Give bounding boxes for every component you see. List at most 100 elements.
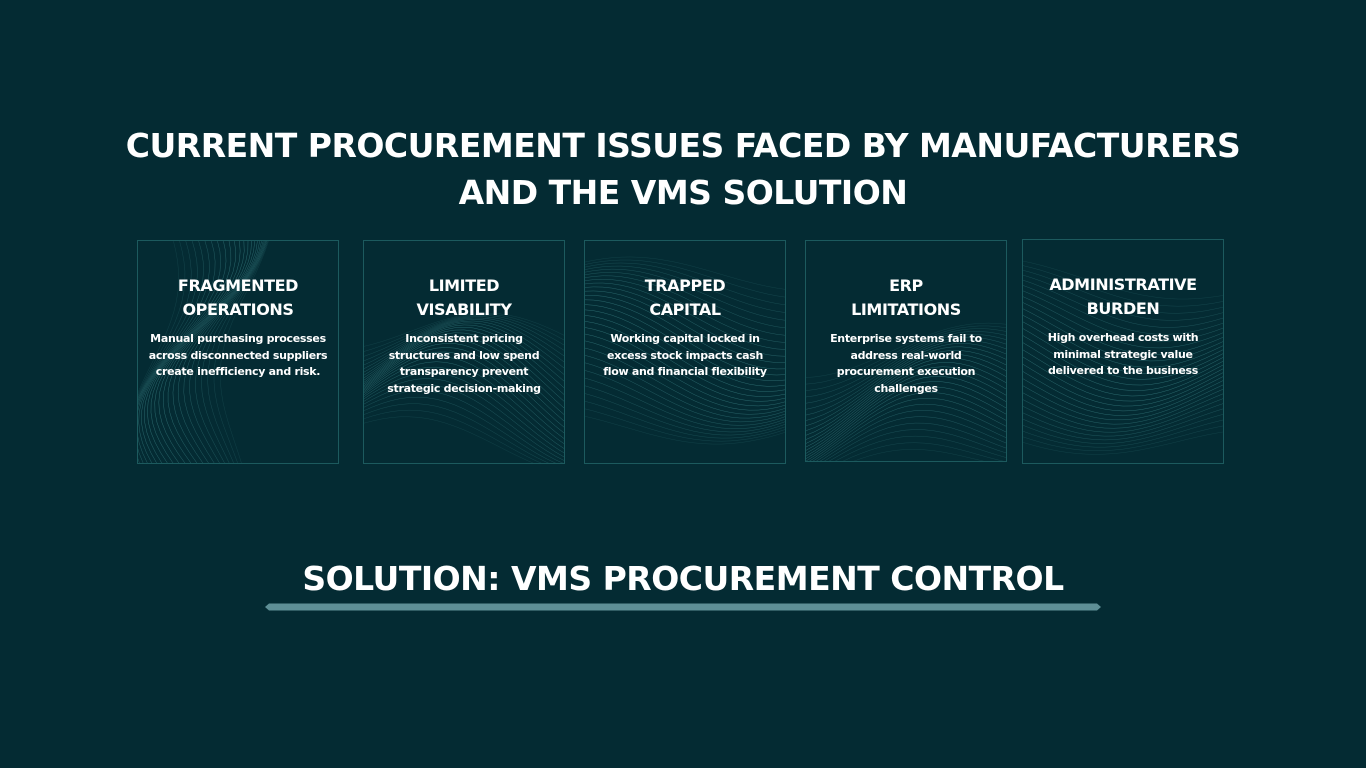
- card-description: Manual purchasing processes across disco…: [148, 332, 328, 379]
- wave-line: [585, 370, 785, 426]
- wave-line: [364, 351, 564, 434]
- wave-line: [806, 322, 1006, 378]
- wave-line: [1023, 265, 1223, 307]
- wave-line: [585, 262, 785, 306]
- wave-line: [828, 429, 1006, 461]
- wave-line: [195, 241, 266, 463]
- wave-line: [816, 410, 1006, 461]
- wave-line: [585, 362, 785, 423]
- solution-underline: [265, 603, 1101, 611]
- solution-heading: SOLUTION: VMS PROCUREMENT CONTROL: [302, 559, 1064, 598]
- wave-line: [824, 422, 1006, 461]
- wave-line: [138, 241, 227, 463]
- wave-line: [364, 409, 542, 463]
- card-title: LIMITED VISABILITY: [416, 276, 512, 319]
- wave-line: [364, 313, 564, 347]
- wave-line: [806, 353, 1006, 436]
- wave-line: [1023, 279, 1223, 328]
- wave-line: [1023, 384, 1223, 421]
- wave-line: [585, 416, 785, 445]
- wave-line: [1023, 321, 1223, 374]
- card-description: Inconsistent pricing structures and low …: [387, 332, 541, 395]
- wave-line: [1023, 285, 1223, 335]
- wave-line: [213, 241, 268, 463]
- wave-line: [141, 241, 232, 463]
- wave-line: [138, 241, 186, 396]
- wave-line: [1023, 274, 1223, 321]
- wave-line: [138, 241, 210, 463]
- wave-line: [364, 343, 564, 422]
- wave-pattern-graphic: [1023, 260, 1223, 455]
- wave-line: [364, 322, 564, 376]
- wave-line: [183, 241, 264, 463]
- wave-line: [585, 347, 785, 415]
- wave-line: [806, 381, 1006, 457]
- wave-line: [364, 324, 564, 382]
- wave-line: [585, 268, 785, 321]
- wave-line: [806, 346, 1006, 427]
- wave-line: [585, 295, 785, 370]
- issue-card-erp-limitations: ERP LIMITATIONS Enterprise systems fail …: [805, 240, 1007, 462]
- wave-line: [138, 241, 204, 401]
- wave-line: [189, 241, 265, 463]
- wave-line: [364, 372, 564, 454]
- wave-line: [1023, 408, 1223, 441]
- wave-line: [806, 331, 1006, 398]
- wave-line: [138, 241, 216, 463]
- wave-pattern-graphic: [138, 241, 269, 463]
- issue-card-trapped-capital: TRAPPED CAPITAL Working capital locked i…: [584, 240, 786, 464]
- wave-line: [819, 416, 1006, 461]
- wave-line: [585, 304, 785, 381]
- wave-line: [1023, 308, 1223, 362]
- wave-line: [364, 329, 564, 395]
- wave-line: [806, 340, 1006, 416]
- wave-line: [1023, 431, 1223, 455]
- wave-line: [1023, 290, 1223, 342]
- wave-line: [138, 241, 179, 393]
- page-title: CURRENT PROCUREMENT ISSUES FACED BY MANU…: [125, 126, 1241, 212]
- wave-line: [364, 315, 564, 357]
- wave-line: [806, 376, 1006, 454]
- wave-line: [1023, 270, 1223, 314]
- card-title: FRAGMENTED OPERATIONS: [177, 276, 299, 319]
- wave-line: [177, 241, 262, 463]
- wave-line: [585, 299, 785, 376]
- wave-line: [585, 340, 785, 411]
- wave-line: [364, 378, 564, 458]
- wave-line: [1023, 260, 1223, 300]
- wave-line: [364, 356, 564, 439]
- wave-line: [585, 286, 785, 357]
- wave-line: [1023, 364, 1223, 407]
- wave-line: [1023, 335, 1223, 386]
- wave-line: [806, 386, 1006, 459]
- wave-line: [364, 317, 564, 366]
- wave-line: [585, 265, 785, 313]
- wave-line: [1023, 342, 1223, 391]
- issue-card-administrative-burden: ADMINISTRATIVE BURDEN High overhead cost…: [1022, 239, 1224, 464]
- wave-line: [1023, 328, 1223, 380]
- wave-line: [364, 416, 534, 463]
- wave-line: [364, 384, 564, 461]
- wave-line: [585, 408, 785, 442]
- wave-line: [812, 403, 1006, 461]
- wave-line: [364, 319, 564, 370]
- wave-line: [162, 241, 255, 463]
- wave-line: [1023, 378, 1223, 416]
- wave-line: [1023, 296, 1223, 349]
- card-description: Working capital locked in excess stock i…: [603, 332, 767, 379]
- wave-line: [585, 272, 785, 329]
- wave-line: [1023, 371, 1223, 412]
- wave-line: [138, 241, 192, 398]
- card-title: ERP LIMITATIONS: [851, 276, 961, 319]
- wave-line: [806, 366, 1006, 448]
- wave-line: [806, 328, 1006, 391]
- wave-line: [364, 347, 564, 428]
- wave-line: [364, 361, 564, 445]
- wave-line: [585, 309, 785, 387]
- wave-line: [585, 275, 785, 336]
- issue-card-limited-visability: LIMITED VISABILITY Inconsistent pricing …: [363, 240, 565, 464]
- wave-line: [842, 442, 1004, 461]
- wave-line: [167, 241, 258, 463]
- wave-line: [585, 333, 785, 407]
- wave-line: [1023, 356, 1223, 402]
